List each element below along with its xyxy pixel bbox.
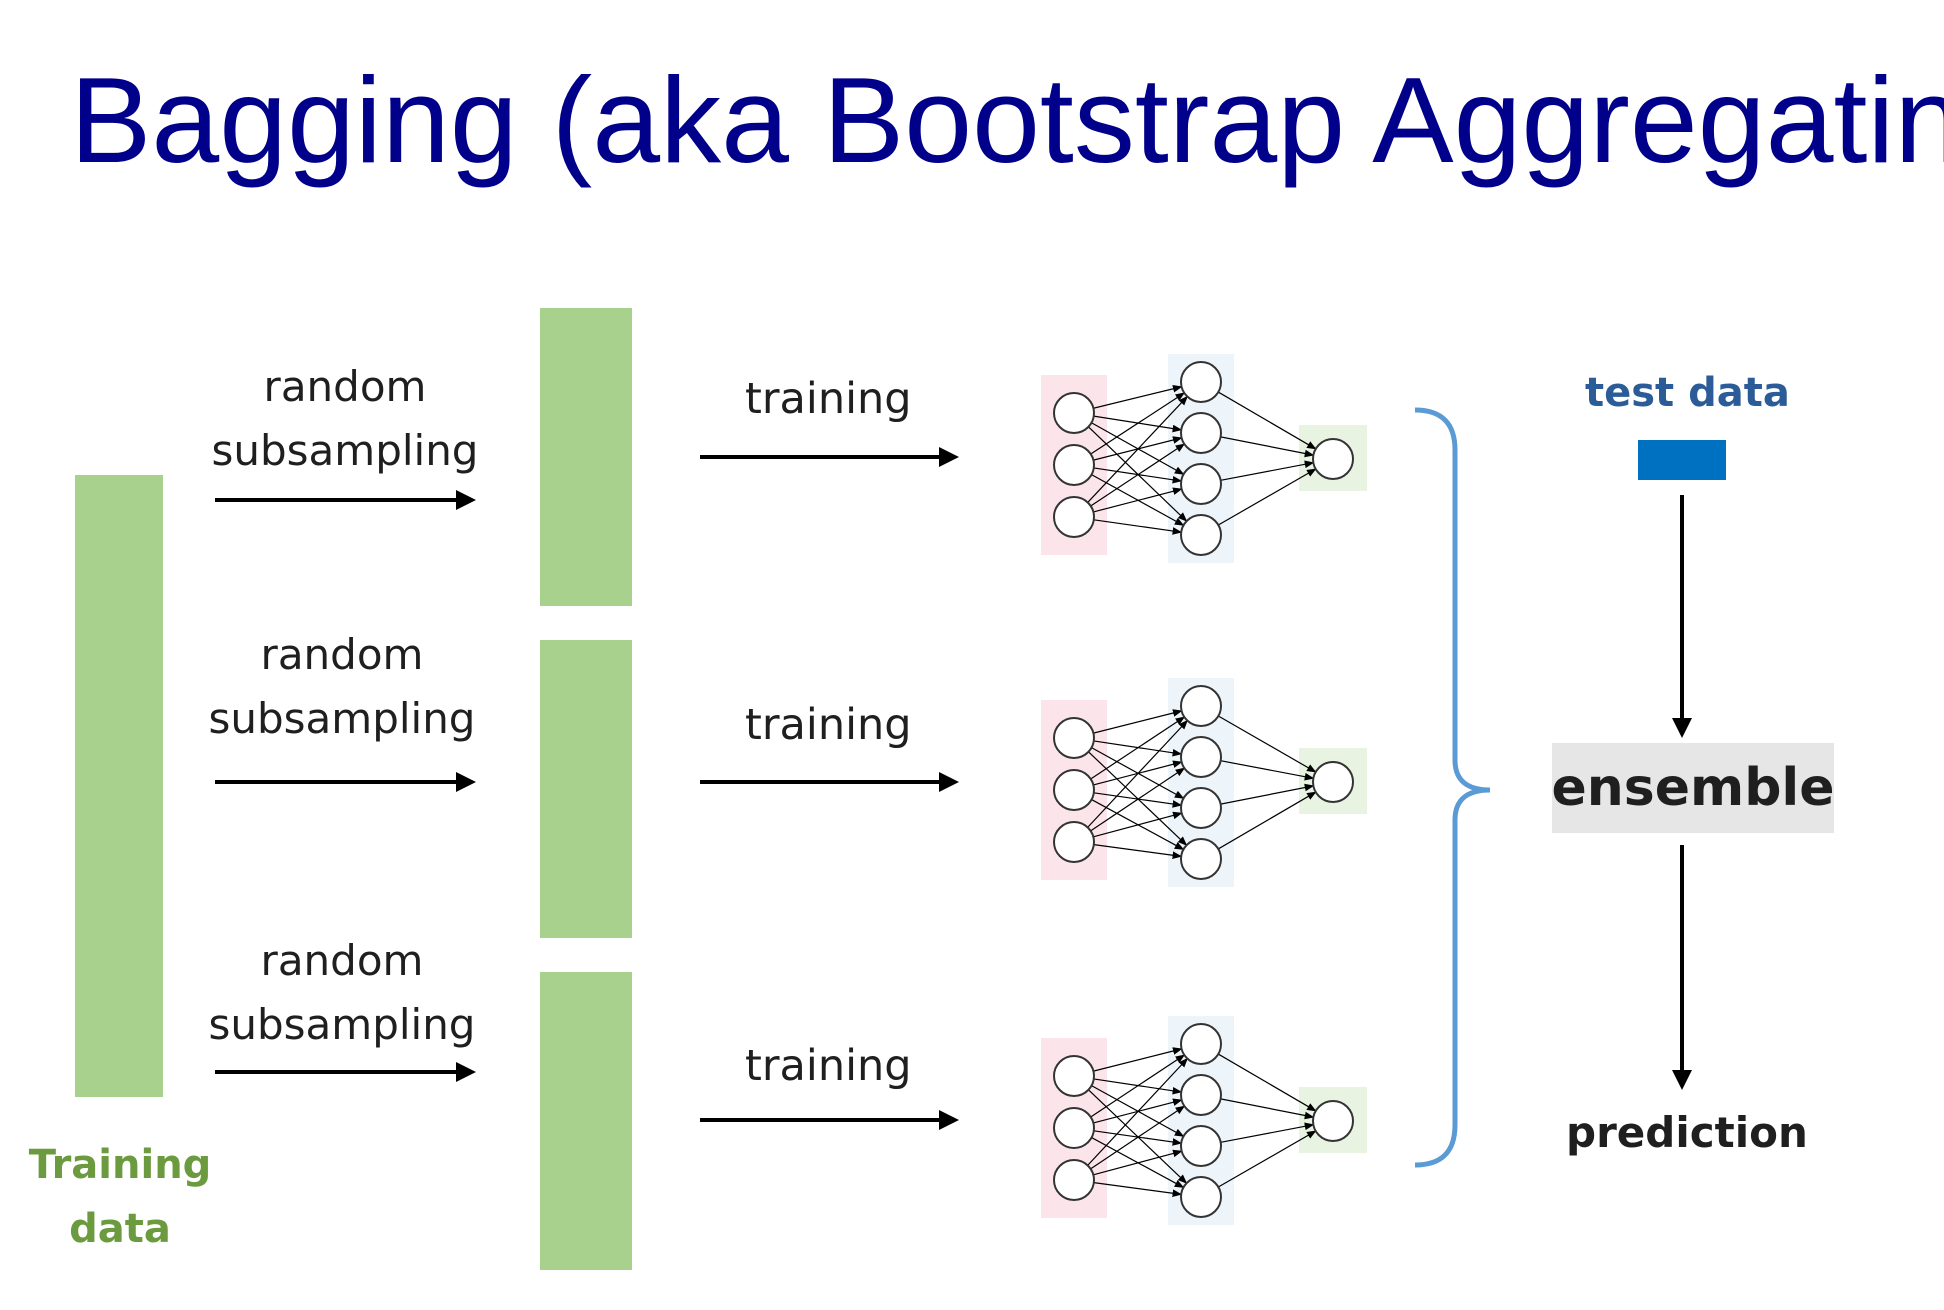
connection-3 — [1093, 1149, 1183, 1176]
training-label-2: training — [745, 700, 912, 750]
connection-3 — [1218, 1130, 1317, 1188]
subsampling-label-3-line1: random — [260, 936, 424, 985]
ensemble-brace — [1414, 407, 1491, 1168]
connection-2 — [1093, 844, 1183, 860]
connection-2 — [1093, 811, 1183, 838]
connection-2 — [1218, 715, 1317, 773]
connection-3 — [1220, 1122, 1315, 1143]
connection-1 — [1218, 468, 1317, 526]
input-neuron-1 — [1053, 444, 1095, 486]
connection-1 — [1220, 436, 1315, 458]
ensemble-box: ensemble — [1551, 743, 1835, 833]
subsampling-label-1-line1: random — [263, 362, 427, 411]
test-data-label: test data — [1585, 370, 1790, 416]
training-data-bar — [75, 475, 163, 1097]
connection-2 — [1220, 760, 1315, 781]
connection-3 — [1093, 1182, 1183, 1198]
connection-3 — [1217, 1053, 1317, 1112]
hidden-neuron-2 — [1180, 736, 1222, 778]
subsampling-label-2-line2: subsampling — [208, 694, 476, 743]
subsampling-label-3: random subsampling — [172, 929, 512, 1057]
subsampling-label-1: random subsampling — [175, 355, 515, 483]
connection-1 — [1217, 391, 1317, 450]
hidden-neuron-3 — [1180, 1176, 1222, 1218]
connection-1 — [1093, 519, 1183, 535]
input-neuron-3 — [1053, 1107, 1095, 1149]
output-neuron-3 — [1312, 1100, 1354, 1142]
subsampling-label-2: random subsampling — [172, 623, 512, 751]
hidden-neuron-1 — [1180, 412, 1222, 454]
connection-2 — [1090, 716, 1186, 780]
training-data-label: Training data — [10, 1133, 230, 1261]
prediction-label: prediction — [1566, 1108, 1808, 1157]
input-neuron-2 — [1053, 769, 1095, 811]
training-label-3: training — [745, 1041, 912, 1091]
connection-1 — [1090, 443, 1186, 507]
hidden-neuron-3 — [1180, 1125, 1222, 1167]
test-data-box — [1638, 440, 1726, 480]
hidden-neuron-1 — [1180, 463, 1222, 505]
page-title: Bagging (aka Bootstrap Aggregating) — [70, 52, 1944, 188]
training-data-label-line1: Training — [28, 1142, 212, 1188]
subsampling-label-2-line1: random — [260, 630, 424, 679]
output-neuron-2 — [1312, 761, 1354, 803]
input-neuron-3 — [1053, 1055, 1095, 1097]
ensemble-label: ensemble — [1551, 758, 1835, 818]
training-data-label-line2: data — [69, 1206, 171, 1252]
hidden-neuron-1 — [1180, 361, 1222, 403]
input-neuron-2 — [1053, 821, 1095, 863]
subsample-bar-3 — [540, 972, 632, 1270]
connection-1 — [1093, 385, 1183, 409]
connection-2 — [1093, 709, 1183, 734]
connection-2 — [1087, 719, 1189, 828]
training-label-1: training — [745, 374, 912, 424]
input-neuron-2 — [1053, 717, 1095, 759]
hidden-neuron-2 — [1180, 838, 1222, 880]
input-neuron-1 — [1053, 496, 1095, 538]
connection-3 — [1220, 1098, 1315, 1120]
connection-1 — [1087, 395, 1188, 503]
connection-3 — [1087, 1057, 1189, 1166]
hidden-neuron-1 — [1180, 514, 1222, 556]
connection-1 — [1093, 487, 1183, 513]
connection-2 — [1220, 783, 1315, 805]
subsampling-label-3-line2: subsampling — [208, 1000, 476, 1049]
hidden-neuron-2 — [1180, 685, 1222, 727]
connection-2 — [1217, 791, 1317, 850]
input-neuron-1 — [1053, 392, 1095, 434]
connection-3 — [1090, 1054, 1186, 1118]
hidden-neuron-3 — [1180, 1023, 1222, 1065]
connection-1 — [1220, 460, 1315, 481]
subsample-bar-1 — [540, 308, 632, 606]
subsampling-label-1-line2: subsampling — [211, 426, 479, 475]
hidden-neuron-3 — [1180, 1074, 1222, 1116]
subsample-bar-2 — [540, 640, 632, 938]
output-neuron-1 — [1312, 438, 1354, 480]
hidden-neuron-2 — [1180, 787, 1222, 829]
connection-3 — [1093, 1047, 1183, 1072]
connection-2 — [1090, 767, 1186, 832]
input-neuron-3 — [1053, 1159, 1095, 1201]
connection-3 — [1090, 1105, 1186, 1170]
connection-1 — [1090, 392, 1186, 455]
